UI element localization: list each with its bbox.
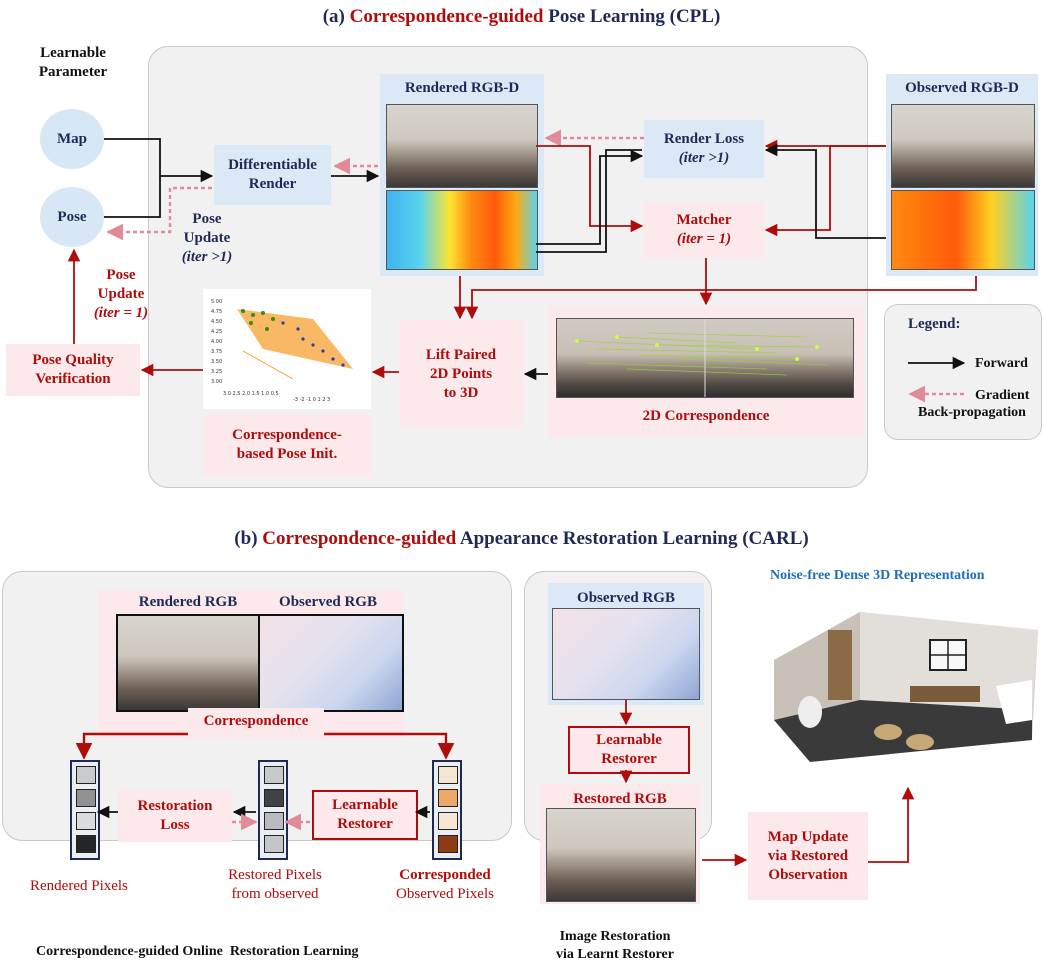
- observed-depth-image: [891, 190, 1035, 270]
- rendered-rgb-title: Rendered RGB: [138, 594, 238, 610]
- title-cpl: (a) Correspondence-guided Pose Learning …: [0, 6, 1043, 28]
- matcher-box: Matcher(iter = 1): [644, 202, 764, 258]
- restored-rgb-image: [546, 808, 696, 902]
- pose-init-3d-scatter: 5.00 4.75 4.50 4.25 4.00 3.75 3.50 3.25 …: [211, 299, 353, 403]
- pose-init-box: Correspondence-based Pose Init.: [203, 414, 371, 476]
- pose-node: Pose: [40, 187, 104, 247]
- rendered-rgbd-title: Rendered RGB-D: [404, 80, 520, 96]
- 2d-correspondence-label: 2D Correspondence: [642, 408, 770, 424]
- legend-gradient-label: Gradient: [975, 388, 1030, 403]
- corresponded-pixels-strip: [432, 760, 462, 860]
- pose-init-plot: 5.00 4.75 4.50 4.25 4.00 3.75 3.50 3.25 …: [203, 289, 371, 409]
- svg-text:4.25: 4.25: [211, 329, 222, 335]
- dense-3d-render: [770, 600, 1038, 768]
- svg-text:4.50: 4.50: [211, 319, 222, 325]
- title-b-red-part: Correspondence-guided: [262, 528, 457, 549]
- title-rest: Pose Learning (CPL): [543, 6, 721, 27]
- rendered-pixels-strip: [70, 760, 100, 860]
- rendered-rgb-image: [386, 104, 538, 188]
- observed-rgb-pair-image: [258, 614, 404, 712]
- svg-text:-3 -2 -1 0 1 2 3: -3 -2 -1 0 1 2 3: [293, 397, 330, 403]
- title-carl: (b) Correspondence-guided Appearance Res…: [0, 528, 1043, 550]
- observed-rgb-2-image: [552, 608, 700, 700]
- observed-rgb-image: [891, 104, 1035, 188]
- rendered-pixels-label: Rendered Pixels: [30, 878, 128, 894]
- map-node: Map: [40, 109, 104, 169]
- observed-rgbd-title: Observed RGB-D: [905, 80, 1019, 96]
- restored-rgb-title: Restored RGB: [573, 791, 667, 807]
- observed-rgb-title: Observed RGB: [279, 594, 377, 610]
- correspondence-match-image: [556, 318, 854, 398]
- title-prefix: (a): [322, 6, 350, 27]
- rendered-rgb-pair-image: [116, 614, 262, 712]
- legend-backprop-label: Back-propagation: [918, 405, 1026, 420]
- rendered-depth-image: [386, 190, 538, 270]
- svg-text:4.75: 4.75: [211, 309, 222, 315]
- match-lines: [575, 319, 828, 397]
- restored-pixels-strip: [258, 760, 288, 860]
- svg-text:4.00: 4.00: [211, 339, 222, 345]
- render-loss-box: Render Loss(iter >1): [644, 120, 764, 178]
- correspondence-label-box: Correspondence: [188, 708, 324, 734]
- svg-text:3.00: 3.00: [211, 379, 222, 385]
- svg-text:3.0 2.5 2.0 1.5 1.0 0.5: 3.0 2.5 2.0 1.5 1.0 0.5: [223, 391, 279, 397]
- title-b-rest: Appearance Restoration Learning (CARL): [456, 528, 809, 549]
- title-red-part: Correspondence-guided: [349, 6, 544, 27]
- legend-title: Legend:: [908, 316, 961, 332]
- svg-text:5.00: 5.00: [211, 299, 222, 305]
- legend-forward-label: Forward: [975, 356, 1028, 371]
- svg-text:3.50: 3.50: [211, 359, 222, 365]
- svg-text:3.75: 3.75: [211, 349, 222, 355]
- dense-3d-scene: [774, 612, 1038, 762]
- noise-free-title: Noise-free Dense 3D Representation: [770, 568, 985, 583]
- title-b-prefix: (b): [234, 528, 263, 549]
- observed-rgb-2-title: Observed RGB: [577, 590, 675, 606]
- caption-online-restoration: Correspondence-guided Online Restoration…: [36, 944, 359, 959]
- svg-text:3.25: 3.25: [211, 369, 222, 375]
